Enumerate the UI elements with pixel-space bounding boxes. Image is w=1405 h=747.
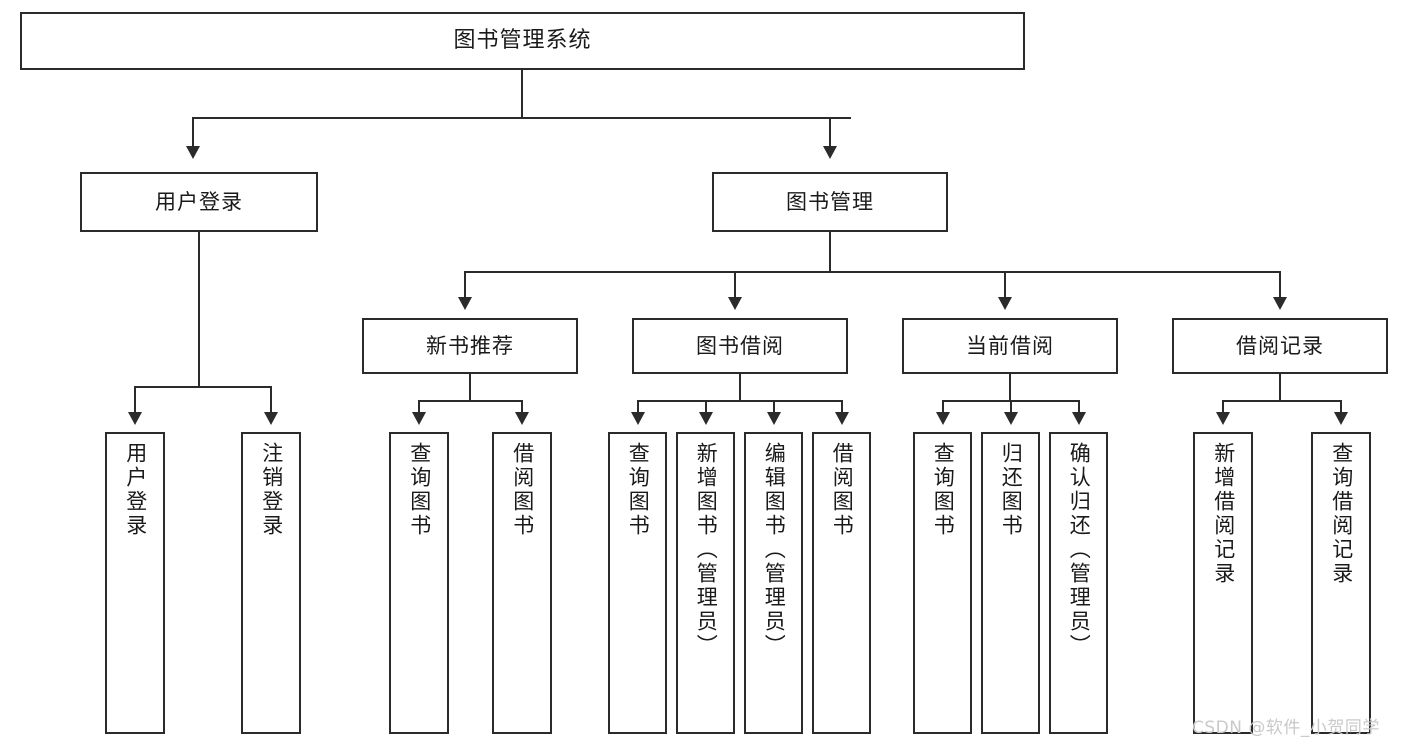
node-label: 当前借阅 <box>966 333 1054 358</box>
node-root-system[interactable]: 图书管理系统 <box>20 12 1025 70</box>
connector-borrow-drop-2 <box>705 400 707 414</box>
connector-user-stem <box>198 232 200 387</box>
connector-root-stem <box>521 70 523 118</box>
connector-book-drop-3 <box>1004 271 1006 299</box>
arrow-user-leaf-1 <box>128 412 142 425</box>
leaf-record-query[interactable]: 查询借阅记录 <box>1311 432 1371 734</box>
connector-borrow-drop-4 <box>841 400 843 414</box>
connector-record-drop-1 <box>1222 400 1224 414</box>
connector-record-bus <box>1222 400 1340 402</box>
leaf-borrow-borrow-book[interactable]: 借阅图书 <box>812 432 871 734</box>
arrow-new-leaf-1 <box>412 412 426 425</box>
leaf-new-borrow-book[interactable]: 借阅图书 <box>492 432 552 734</box>
connector-borrow-bus <box>637 400 842 402</box>
node-label: 用户登录 <box>155 189 243 214</box>
connector-current-stem <box>1009 374 1011 401</box>
leaf-label: 编辑图书（管理员） <box>762 442 787 658</box>
arrow-borrow-leaf-1 <box>631 412 645 425</box>
connector-new-drop-1 <box>418 400 420 414</box>
connector-current-drop-1 <box>942 400 944 414</box>
leaf-new-query-book[interactable]: 查询图书 <box>389 432 449 734</box>
leaf-label: 查询图书 <box>626 442 651 538</box>
leaf-label: 新增借阅记录 <box>1211 442 1236 586</box>
leaf-label: 查询图书 <box>407 442 432 538</box>
connector-new-drop-2 <box>521 400 523 414</box>
arrow-root-to-user <box>186 146 200 159</box>
arrow-current-leaf-3 <box>1072 412 1086 425</box>
arrow-borrow-leaf-2 <box>699 412 713 425</box>
connector-borrow-stem <box>739 374 741 401</box>
connector-book-drop-1 <box>464 271 466 299</box>
node-label: 图书管理 <box>786 189 874 214</box>
leaf-label: 查询借阅记录 <box>1329 442 1354 586</box>
arrow-book-to-record <box>1273 297 1287 310</box>
connector-user-drop-2 <box>270 386 272 414</box>
leaf-user-logout[interactable]: 注销登录 <box>241 432 301 734</box>
node-current-borrow[interactable]: 当前借阅 <box>902 318 1118 374</box>
node-label: 图书借阅 <box>696 333 784 358</box>
leaf-label: 新增图书（管理员） <box>694 442 719 658</box>
arrow-root-to-book <box>823 146 837 159</box>
connector-new-bus <box>418 400 522 402</box>
arrow-current-leaf-2 <box>1004 412 1018 425</box>
leaf-borrow-add-book[interactable]: 新增图书（管理员） <box>676 432 735 734</box>
connector-user-bus <box>134 386 270 388</box>
arrow-new-leaf-2 <box>515 412 529 425</box>
connector-root-bus <box>192 117 851 119</box>
connector-book-stem <box>829 232 831 272</box>
connector-root-to-user <box>192 117 194 147</box>
leaf-borrow-query-book[interactable]: 查询图书 <box>608 432 667 734</box>
leaf-label: 查询图书 <box>931 442 956 538</box>
connector-book-bus <box>464 271 1281 273</box>
node-new-book-recommend[interactable]: 新书推荐 <box>362 318 578 374</box>
leaf-label: 归还图书 <box>999 442 1024 538</box>
watermark-text: CSDN @软件_小贺同学 <box>1192 718 1380 738</box>
connector-current-drop-3 <box>1078 400 1080 414</box>
leaf-label: 注销登录 <box>259 442 284 538</box>
leaf-label: 借阅图书 <box>510 442 535 538</box>
connector-book-drop-2 <box>734 271 736 299</box>
leaf-label: 确认归还（管理员） <box>1067 442 1092 658</box>
node-user-login[interactable]: 用户登录 <box>80 172 318 232</box>
node-book-borrow[interactable]: 图书借阅 <box>632 318 848 374</box>
node-book-management[interactable]: 图书管理 <box>712 172 948 232</box>
leaf-label: 借阅图书 <box>830 442 855 538</box>
connector-new-stem <box>469 374 471 401</box>
arrow-book-to-new <box>458 297 472 310</box>
arrow-book-to-current <box>998 297 1012 310</box>
connector-record-drop-2 <box>1340 400 1342 414</box>
node-label: 图书管理系统 <box>453 28 592 53</box>
node-label: 新书推荐 <box>426 333 514 358</box>
leaf-current-query-book[interactable]: 查询图书 <box>913 432 972 734</box>
node-label: 借阅记录 <box>1236 333 1324 358</box>
arrow-borrow-leaf-4 <box>835 412 849 425</box>
connector-record-stem <box>1279 374 1281 401</box>
connector-borrow-drop-1 <box>637 400 639 414</box>
leaf-label: 用户登录 <box>123 442 148 538</box>
arrow-current-leaf-1 <box>936 412 950 425</box>
arrow-book-to-borrow <box>728 297 742 310</box>
leaf-user-login[interactable]: 用户登录 <box>105 432 165 734</box>
leaf-borrow-edit-book[interactable]: 编辑图书（管理员） <box>744 432 803 734</box>
leaf-current-return-book[interactable]: 归还图书 <box>981 432 1040 734</box>
leaf-current-confirm-return[interactable]: 确认归还（管理员） <box>1049 432 1108 734</box>
connector-book-drop-4 <box>1279 271 1281 299</box>
connector-current-drop-2 <box>1010 400 1012 414</box>
arrow-record-leaf-1 <box>1216 412 1230 425</box>
connector-user-drop-1 <box>134 386 136 414</box>
arrow-borrow-leaf-3 <box>767 412 781 425</box>
connector-root-to-book <box>829 117 831 147</box>
leaf-record-add[interactable]: 新增借阅记录 <box>1193 432 1253 734</box>
arrow-user-leaf-2 <box>264 412 278 425</box>
arrow-record-leaf-2 <box>1334 412 1348 425</box>
node-borrow-record[interactable]: 借阅记录 <box>1172 318 1388 374</box>
connector-borrow-drop-3 <box>773 400 775 414</box>
